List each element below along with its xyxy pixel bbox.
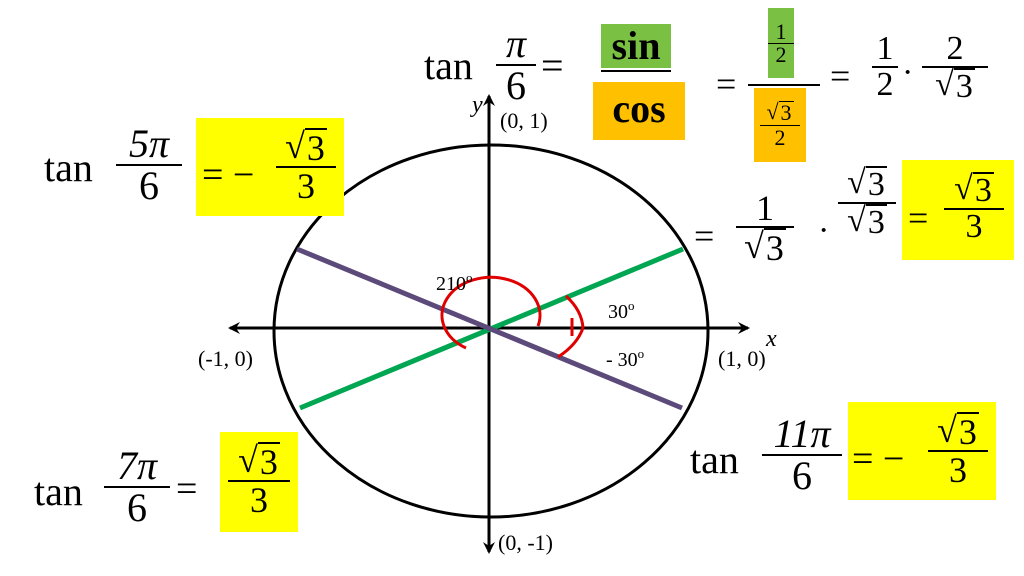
root3-over-root3-fraction: √3 √3 xyxy=(838,166,896,240)
equals-sign: = xyxy=(716,64,737,104)
two-over-root3-fraction: 2 √3 xyxy=(922,32,988,104)
one-over-root3-fraction: 1 √3 xyxy=(736,190,794,266)
equals-sign: = xyxy=(830,56,851,96)
point-bottom: (0, -1) xyxy=(498,530,553,555)
fraction-numerator: π xyxy=(505,21,527,66)
fraction-denominator: 6 xyxy=(506,63,526,108)
arc-minus-30 xyxy=(557,327,585,359)
result-highlight: = − √3 3 xyxy=(196,118,344,216)
result-highlight: = − √3 3 xyxy=(848,402,996,500)
pi-over-6-fraction: π 6 xyxy=(496,24,536,106)
result-highlight: = √3 3 xyxy=(902,160,1014,260)
equals-sign: = xyxy=(694,216,715,256)
result-highlight: √3 3 xyxy=(220,432,298,532)
equals-sign: = xyxy=(908,198,929,238)
point-top: (0, 1) xyxy=(500,108,548,133)
equals-minus: = − xyxy=(202,154,255,196)
point-left: (-1, 0) xyxy=(198,346,253,371)
root3-over-3-fraction: √3 3 xyxy=(276,128,336,204)
tan-word: tan xyxy=(34,469,83,514)
root3-over-3-fraction: √3 3 xyxy=(944,172,1004,244)
root3-over-3-fraction: √3 3 xyxy=(928,412,988,488)
tan-word: tan xyxy=(424,43,473,88)
angle-210-label: 210o xyxy=(436,270,473,295)
x-axis-label: x xyxy=(765,326,777,352)
angle-30-label: 30o xyxy=(608,298,635,323)
tan-word: tan xyxy=(690,437,739,482)
equals-sign: = xyxy=(176,468,198,510)
arc-30 xyxy=(564,294,585,329)
angle-minus-30-label: - 30o xyxy=(606,346,644,371)
tan-word: tan xyxy=(44,145,93,190)
equals-sign: = xyxy=(541,43,564,88)
cos-box: cos xyxy=(593,82,685,140)
equals-minus: = − xyxy=(852,438,905,480)
multiply-dot: · xyxy=(902,54,914,91)
unit-circle xyxy=(272,143,710,519)
point-right: (1, 0) xyxy=(718,346,766,371)
y-axis-label: y xyxy=(470,92,483,118)
purple-terminal-line xyxy=(296,246,683,411)
root3-over-3-fraction: √3 3 xyxy=(228,442,290,518)
arc-210 xyxy=(440,275,542,350)
sin-box: sin xyxy=(601,24,671,68)
root3-over-2-box: √3 2 xyxy=(754,88,806,162)
multiply-dot: · xyxy=(818,212,830,249)
